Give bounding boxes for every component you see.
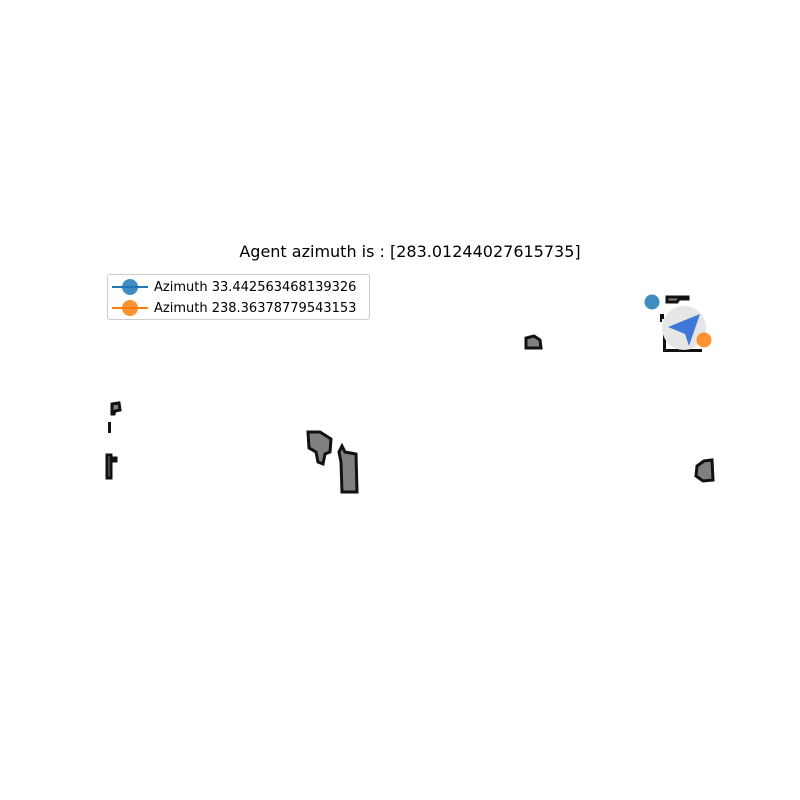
obstacles <box>105 295 715 494</box>
legend-item: Azimuth 33.442563468139326 <box>108 277 369 297</box>
legend-item: Azimuth 238.36378779543153 <box>108 298 369 318</box>
obstacle <box>663 333 702 352</box>
obstacle <box>524 334 543 350</box>
legend-label: Azimuth 238.36378779543153 <box>154 300 357 316</box>
obstacle <box>110 401 122 416</box>
obstacle <box>105 453 118 480</box>
obstacle <box>337 442 359 494</box>
obstacle <box>306 430 333 467</box>
legend: Azimuth 33.442563468139326 Azimuth 238.3… <box>107 274 370 320</box>
legend-label: Azimuth 33.442563468139326 <box>154 279 357 295</box>
agent-marker <box>662 306 706 350</box>
legend-marker-icon <box>112 277 148 297</box>
azimuth-marker-2 <box>696 332 712 348</box>
navigation-arrow-icon <box>668 314 700 346</box>
page-title: Agent azimuth is : [283.01244027615735] <box>239 242 581 261</box>
legend-marker-icon <box>112 298 148 318</box>
obstacle <box>108 422 111 433</box>
azimuth-marker-1 <box>644 294 660 310</box>
obstacle <box>660 314 664 322</box>
obstacle <box>665 295 690 304</box>
obstacle <box>694 458 715 483</box>
